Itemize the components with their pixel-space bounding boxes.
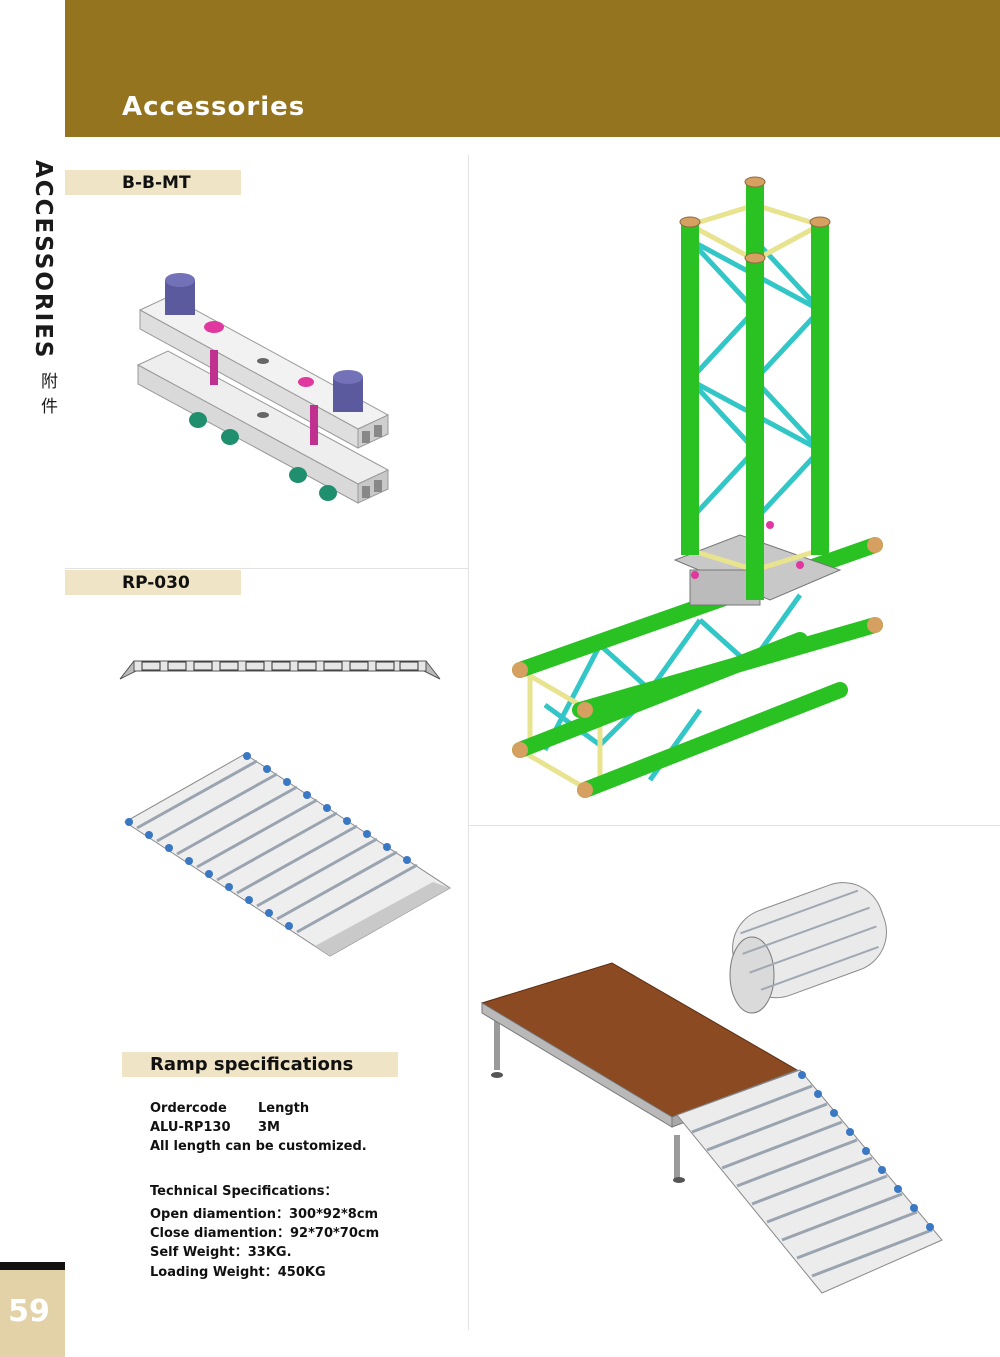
page-number: 59 xyxy=(8,1294,50,1329)
page-title: Accessories xyxy=(122,92,306,122)
ramp-spec-title-box: Ramp specifications xyxy=(122,1052,398,1077)
ramp-unfolded-illustration xyxy=(124,752,451,957)
vertical-section-title-cn: 附件 xyxy=(37,372,57,422)
tech-spec-close: Close diamention：92*70*70cm xyxy=(150,1226,380,1241)
spec-row-length: 3M xyxy=(258,1120,280,1135)
spec-row-code: ALU-RP130 xyxy=(150,1120,231,1135)
rp030-label: RP-030 xyxy=(122,573,190,593)
ramp-spec-title: Ramp specifications xyxy=(150,1054,354,1075)
bbmt-label-box: B-B-MT xyxy=(65,170,241,195)
spec-note: All length can be customized. xyxy=(150,1139,367,1154)
tech-spec-loading: Loading Weight：450KG xyxy=(150,1265,326,1280)
left-margin xyxy=(0,0,65,1357)
ramp-side-view-illustration xyxy=(119,660,441,680)
spec-col-ordercode: Ordercode xyxy=(150,1101,227,1116)
tech-spec-open: Open diamention：300*92*8cm xyxy=(150,1207,379,1222)
column-divider xyxy=(468,155,469,1330)
rp030-label-box: RP-030 xyxy=(65,570,241,595)
header-banner xyxy=(65,0,1000,137)
page-number-box xyxy=(0,1270,65,1357)
vertical-section-title: ACCESSORIES xyxy=(30,160,56,360)
tech-spec-weight: Self Weight：33KG. xyxy=(150,1245,292,1260)
page-number-bar xyxy=(0,1262,65,1270)
stage-ramp-illustration xyxy=(480,882,943,1294)
tech-spec-title: Technical Specifications： xyxy=(150,1184,338,1199)
bbmt-label: B-B-MT xyxy=(122,173,191,193)
section-divider-right xyxy=(469,825,1000,826)
section-divider-left xyxy=(65,568,469,569)
bbmt-bracket-illustration xyxy=(136,273,390,504)
truss-tower-illustration xyxy=(512,176,883,798)
spec-col-length: Length xyxy=(258,1101,310,1116)
